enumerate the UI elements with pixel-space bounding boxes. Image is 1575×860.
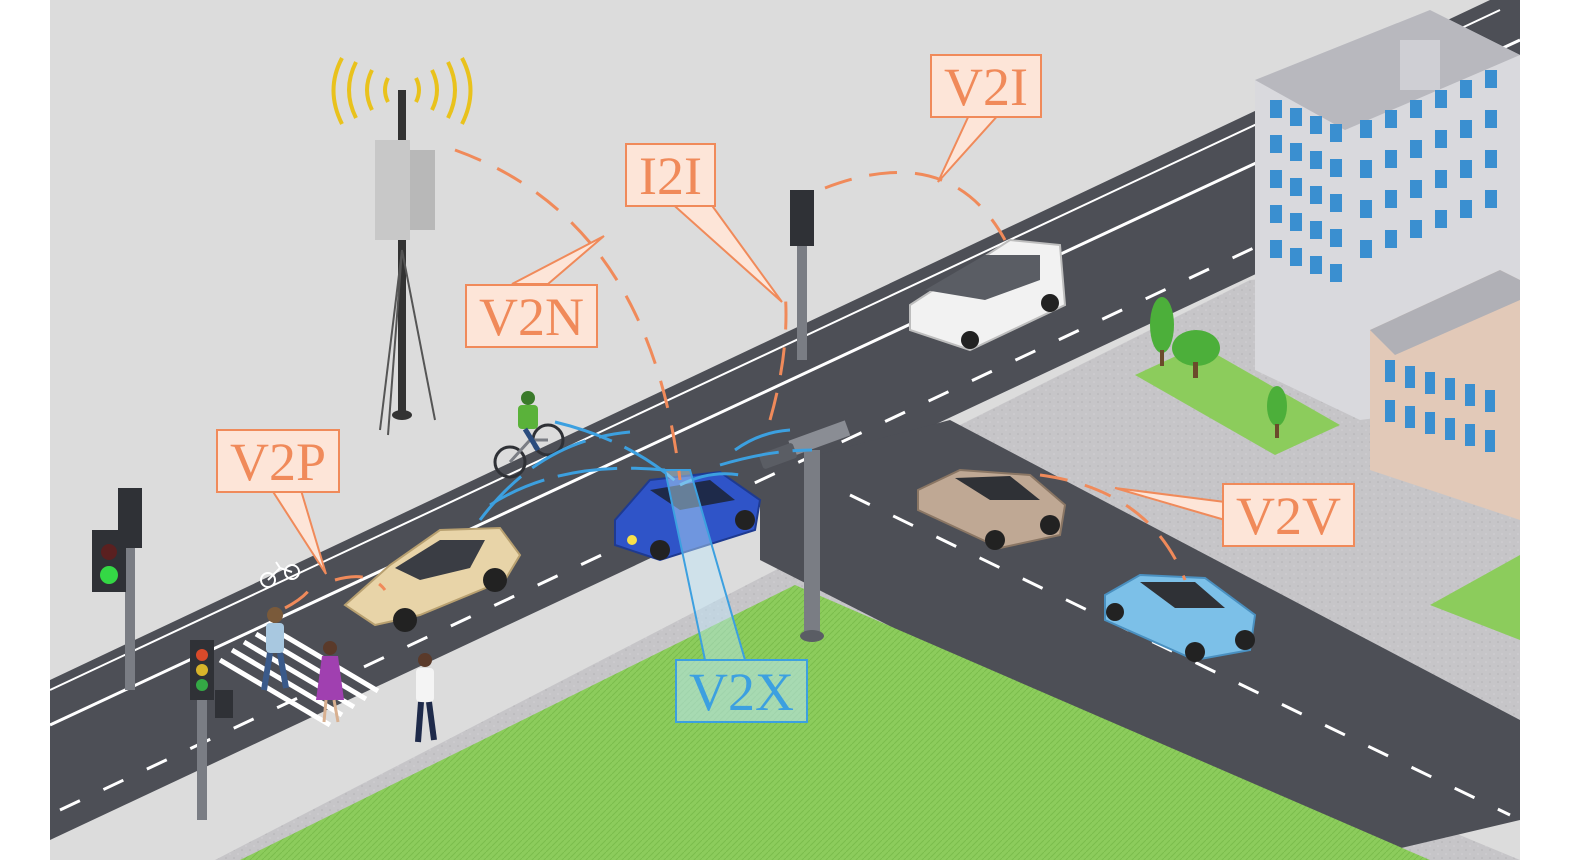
v2v-label: V2V [1222, 483, 1355, 547]
v2p-label: V2P [216, 429, 340, 493]
v2n-label: V2N [465, 284, 598, 348]
i2i-label: I2I [625, 143, 716, 207]
v2x-label: V2X [675, 659, 808, 723]
v2i-label: V2I [930, 54, 1042, 118]
